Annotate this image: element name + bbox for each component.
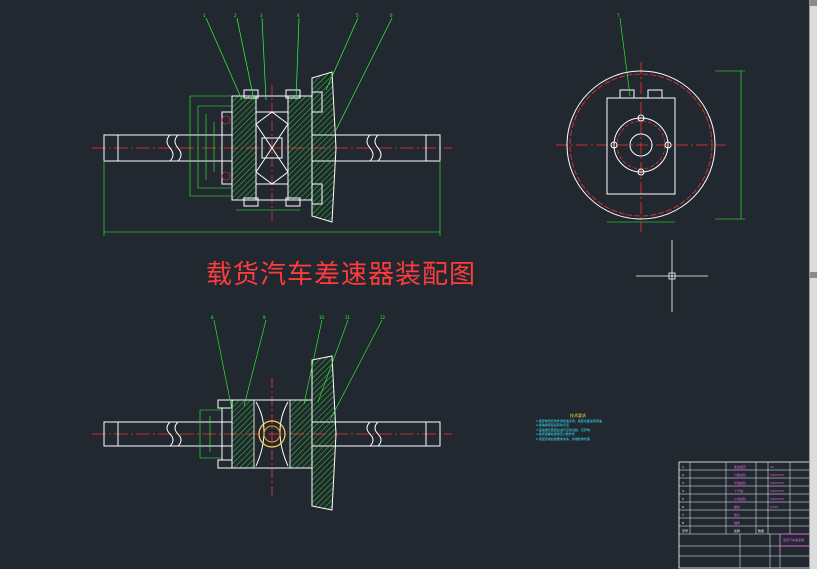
note-line: 3.差速器壳装配后进行空载试验，无异响 <box>536 427 590 432</box>
dimension-lines <box>103 95 441 236</box>
svg-text:从动齿轮: 从动齿轮 <box>734 496 746 501</box>
svg-text:差速器壳: 差速器壳 <box>734 464 746 469</box>
svg-text:10: 10 <box>319 315 325 320</box>
side-view: 7 <box>556 13 745 232</box>
svg-text:行星齿轮: 行星齿轮 <box>734 472 746 477</box>
svg-text:45: 45 <box>770 465 774 469</box>
svg-text:4: 4 <box>682 489 684 493</box>
note-line: 2.各轴承装配后转动灵活 <box>536 423 569 428</box>
svg-text:20CrMnTi: 20CrMnTi <box>770 481 784 485</box>
technical-notes: 技术要求 1.装配前所有零件用煤油清洗，各配合面涂润滑油 2.各轴承装配后转动灵… <box>536 413 646 442</box>
notes-heading: 技术要求 <box>570 413 586 418</box>
svg-text:十字轴: 十字轴 <box>734 488 743 493</box>
svg-text:2: 2 <box>234 13 237 18</box>
svg-text:垫片: 垫片 <box>734 512 740 517</box>
svg-text:轴承: 轴承 <box>734 520 740 525</box>
svg-text:12: 12 <box>380 315 386 320</box>
svg-text:3: 3 <box>260 13 263 18</box>
svg-text:3: 3 <box>682 481 684 485</box>
svg-text:5: 5 <box>682 497 684 501</box>
title-block-name: 载货汽车差速器 <box>783 538 805 542</box>
svg-text:11: 11 <box>345 315 351 320</box>
svg-text:1: 1 <box>203 13 206 18</box>
svg-text:8: 8 <box>682 521 684 525</box>
crosshair-cursor <box>636 240 708 312</box>
svg-text:6: 6 <box>682 505 684 509</box>
top-view: 8 9 10 11 12 <box>92 315 452 511</box>
scroll-up-arrow-icon[interactable] <box>810 0 817 6</box>
svg-text:数量: 数量 <box>758 528 764 533</box>
part-leaders <box>205 17 393 131</box>
note-line: 5.装配完成后按要求涂漆，并做防锈处理 <box>536 436 590 441</box>
svg-text:名称: 名称 <box>734 528 740 533</box>
svg-text:6: 6 <box>390 13 393 18</box>
svg-text:9: 9 <box>263 315 266 320</box>
front-section-view: 1 2 3 4 5 6 <box>92 13 452 236</box>
svg-text:8: 8 <box>211 315 214 320</box>
svg-text:4: 4 <box>297 13 300 18</box>
svg-text:20CrMnTi: 20CrMnTi <box>770 497 784 501</box>
svg-text:5: 5 <box>356 13 359 18</box>
svg-text:序号: 序号 <box>682 528 688 533</box>
ring-gear <box>311 71 337 223</box>
drawing-title: 载货汽车差速器装配图 <box>206 260 477 290</box>
svg-text:2: 2 <box>682 473 684 477</box>
svg-text:螺栓: 螺栓 <box>734 504 740 509</box>
svg-text:7: 7 <box>617 13 620 18</box>
scroll-thumb[interactable] <box>810 272 817 278</box>
note-line: 4.各紧固螺栓按规定力矩拧紧 <box>536 432 575 437</box>
svg-text:1: 1 <box>682 465 684 469</box>
svg-text:7: 7 <box>682 513 684 517</box>
svg-text:20CrMnTi: 20CrMnTi <box>770 489 784 493</box>
svg-text:20CrMnTi: 20CrMnTi <box>770 473 784 477</box>
svg-text:半轴齿轮: 半轴齿轮 <box>734 480 746 485</box>
note-line: 1.装配前所有零件用煤油清洗，各配合面涂润滑油 <box>536 418 602 423</box>
differential-case <box>221 89 313 207</box>
svg-text:Q235: Q235 <box>770 505 778 509</box>
bearing-marks <box>221 115 231 181</box>
vertical-scrollbar[interactable] <box>809 0 817 569</box>
